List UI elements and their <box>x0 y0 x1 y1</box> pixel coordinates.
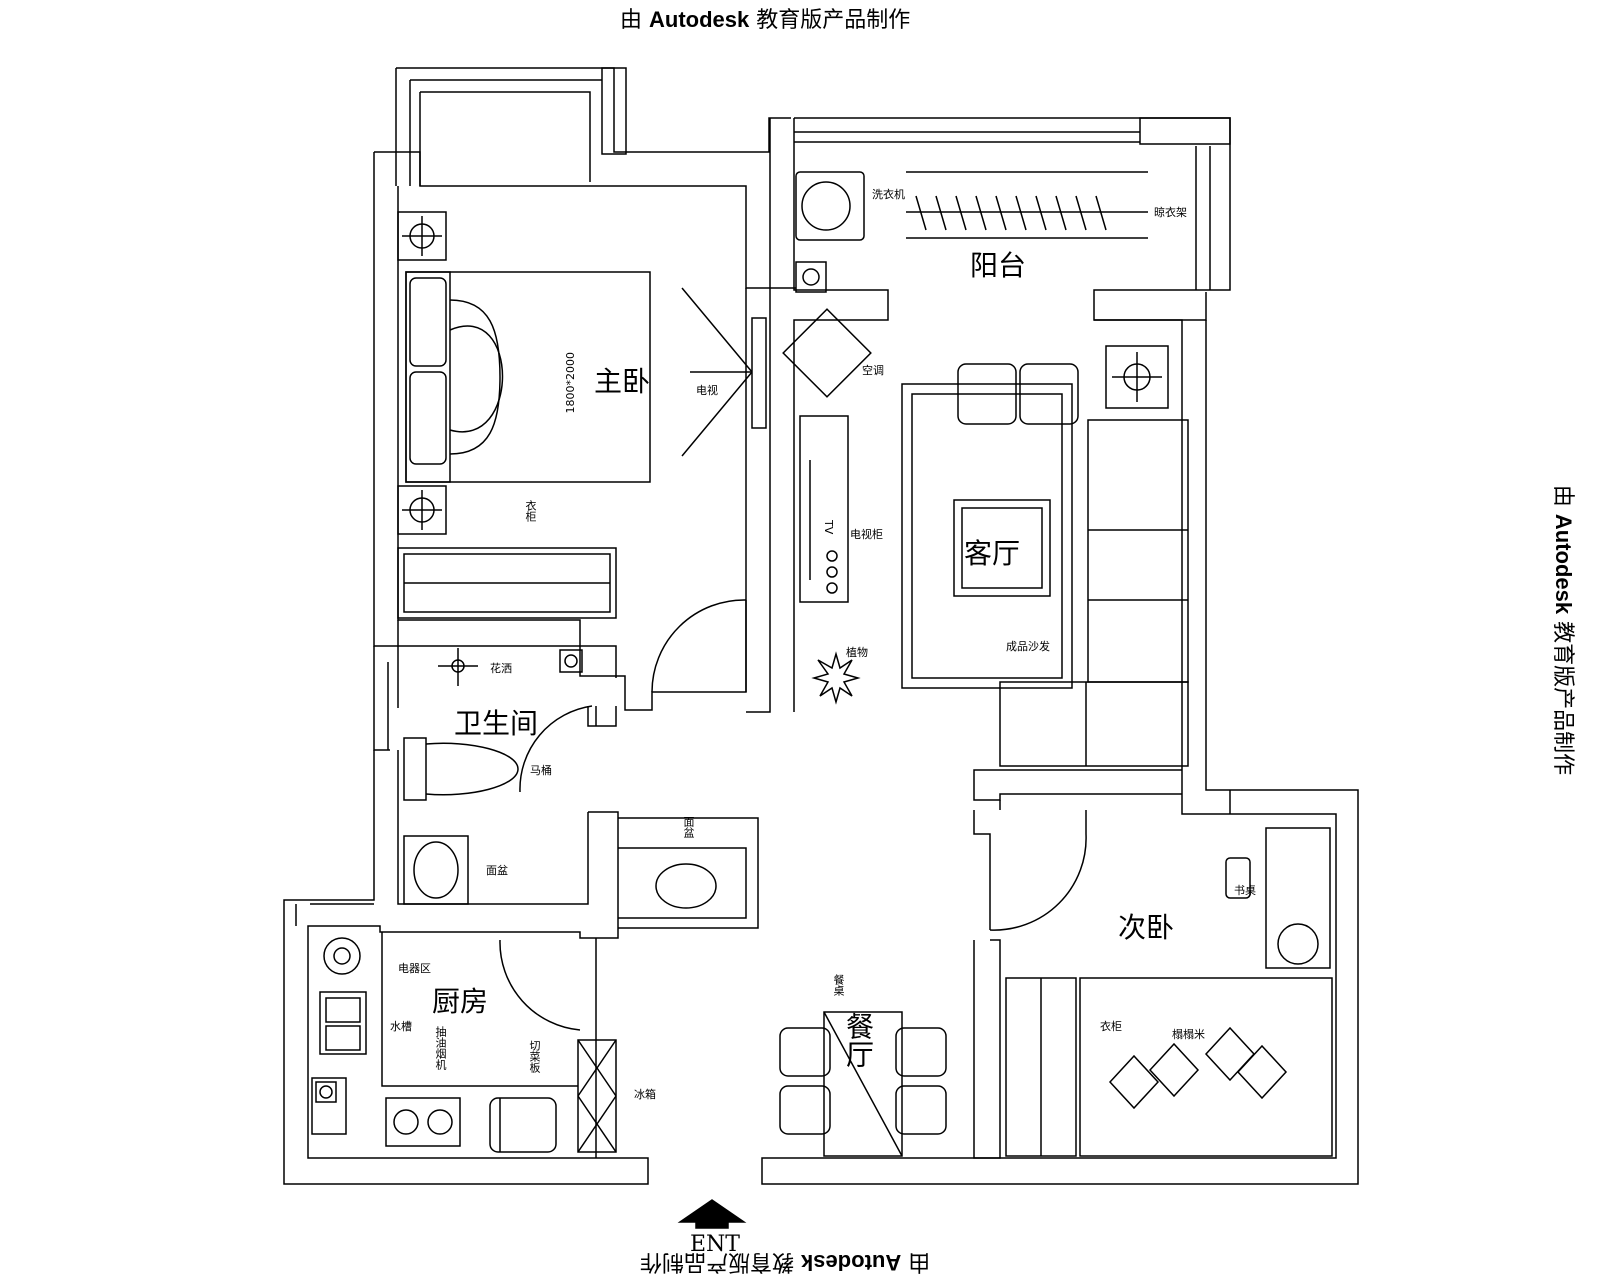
air-conditioner <box>782 308 872 398</box>
room-second-bedroom: 次卧 <box>1118 911 1175 944</box>
watermark-right: 由 Autodesk 教育版产品制作 <box>1550 484 1577 776</box>
armchairs <box>957 345 1169 425</box>
label-fridge: 冰箱 <box>634 1088 656 1101</box>
coffee-table <box>953 499 1051 597</box>
cutting-board <box>489 1097 557 1153</box>
desk <box>1225 827 1331 969</box>
shower <box>438 648 583 686</box>
kitchen-counter <box>311 1077 347 1135</box>
room-master-bedroom: 主卧 <box>594 365 651 398</box>
dining-chairs <box>779 1027 947 1135</box>
room-balcony: 阳台 <box>970 249 1027 282</box>
watermark-bottom: 由 Autodesk 教育版产品制作 <box>640 1249 931 1275</box>
label-second-wardrobe: 衣柜 <box>1100 1020 1122 1033</box>
label-bedroom-tv: 电视 <box>696 384 718 397</box>
room-dining: 餐厅 <box>842 1012 875 1068</box>
label-washbasin-hall: 面盆 <box>682 816 695 838</box>
walls <box>283 67 1359 1185</box>
label-sink: 水槽 <box>390 1020 412 1033</box>
bedroom-door <box>651 599 747 693</box>
dining-table <box>823 1011 903 1157</box>
label-sofa: 成品沙发 <box>1006 640 1050 653</box>
kitchen-appliance <box>323 937 361 975</box>
label-appliance: 电器区 <box>398 962 431 975</box>
label-bed-size: 1800*2000 <box>564 352 577 414</box>
label-air-conditioner: 空调 <box>862 364 884 377</box>
label-cutting-board: 切菜板 <box>528 1040 541 1073</box>
entrance-arrow <box>677 1199 747 1229</box>
second-bedroom-door <box>989 810 1087 931</box>
label-tatami: 榻榻米 <box>1172 1028 1205 1041</box>
stove <box>385 1097 461 1147</box>
toilet <box>403 737 519 801</box>
bedroom-tv <box>681 287 767 457</box>
balcony-fixture <box>795 261 827 293</box>
nightstand-lamps <box>397 211 447 535</box>
label-tv: TV <box>822 520 835 535</box>
kitchen-door <box>499 939 581 1031</box>
tv-cabinet <box>799 415 849 603</box>
room-kitchen: 厨房 <box>432 985 489 1018</box>
label-dining-table: 餐桌 <box>832 974 845 996</box>
room-bathroom: 卫生间 <box>454 707 539 740</box>
second-wardrobe <box>1005 977 1077 1157</box>
tatami <box>1079 977 1333 1157</box>
label-shower: 花洒 <box>490 662 512 675</box>
master-wardrobe <box>397 547 617 619</box>
rug <box>901 383 1073 689</box>
drying-rack <box>906 171 1148 239</box>
fridge <box>577 1039 617 1153</box>
hall-basin <box>655 863 717 909</box>
bathroom-basin <box>403 835 469 905</box>
label-washer: 洗衣机 <box>872 188 905 201</box>
washing-machine <box>795 171 865 241</box>
label-master-wardrobe: 衣柜 <box>524 500 537 522</box>
label-plant: 植物 <box>846 646 868 659</box>
bathroom-door <box>519 705 593 793</box>
label-washbasin-bath: 面盆 <box>486 864 508 877</box>
label-tv-cabinet: 电视柜 <box>850 528 883 541</box>
watermark-top: 由 Autodesk 教育版产品制作 <box>620 7 911 33</box>
label-desk: 书桌 <box>1234 884 1256 897</box>
label-drying-rack: 晾衣架 <box>1154 206 1187 219</box>
master-bed <box>405 271 651 483</box>
kitchen-sink <box>319 991 367 1055</box>
living-plant <box>811 651 861 705</box>
sofa <box>999 419 1189 767</box>
label-toilet: 马桶 <box>530 764 552 777</box>
entrance-label: ENT <box>690 1232 740 1257</box>
label-range-hood: 抽油烟机 <box>434 1026 447 1070</box>
room-living: 客厅 <box>964 537 1021 570</box>
